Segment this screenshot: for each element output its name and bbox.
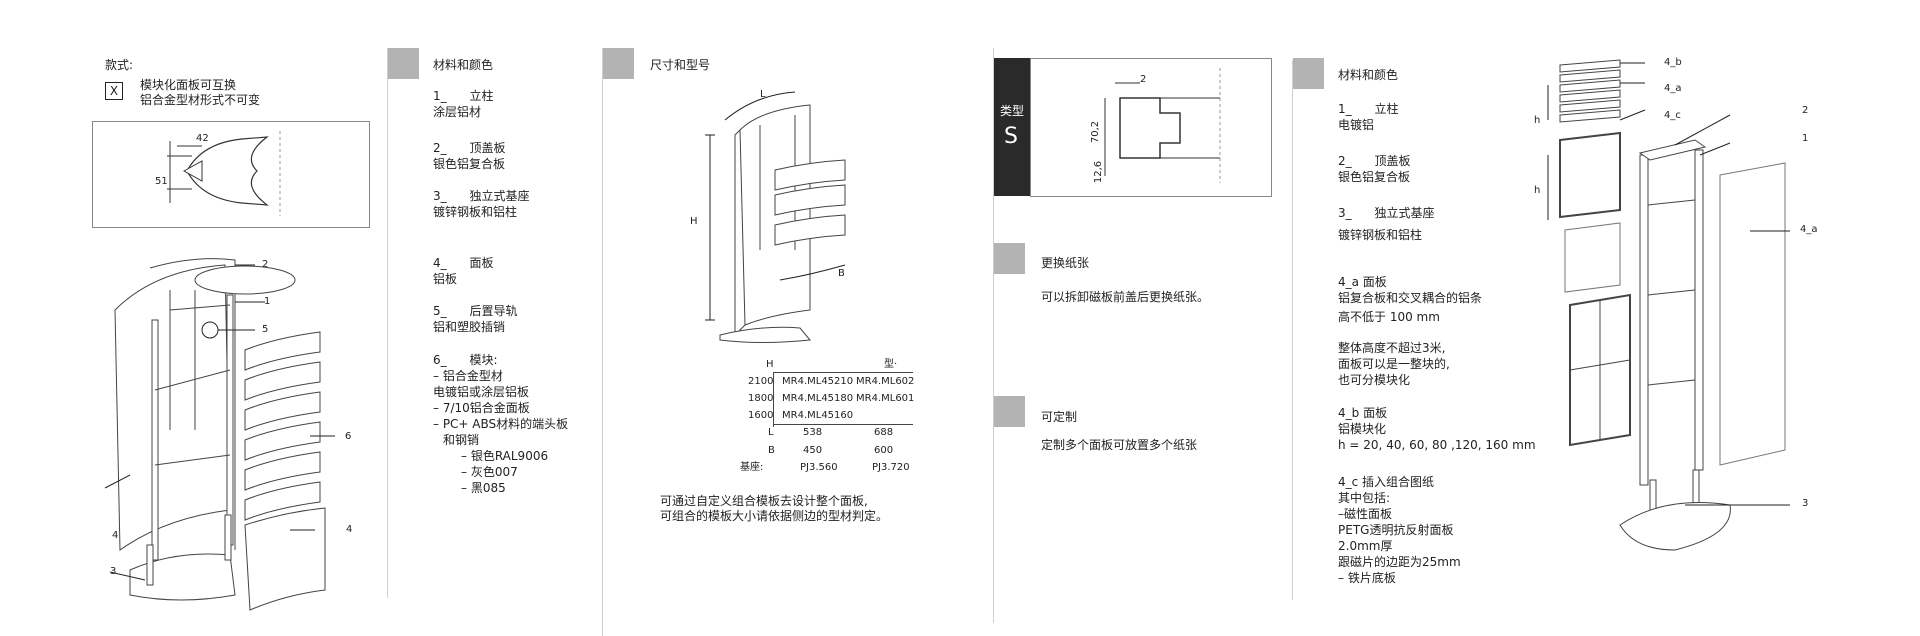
section-marker [1293,58,1324,89]
callout-4: 4 [112,530,119,541]
profile-detail-drawing [167,131,281,216]
section-marker [603,48,634,79]
section-marker [994,396,1025,427]
table-type-label: 型· [884,359,898,370]
dim-42: 42 [196,133,209,144]
dim-12: 12,6 [1093,160,1105,184]
section-title: 可定制 [1041,410,1078,424]
material-item: 4_c 插入组合图纸 其中包括: –磁性面板 PETG透明抗反射面板 2.0mm… [1338,475,1461,585]
material-item: 3_ 独立式基座 镀锌钢板和铝柱 [1338,206,1435,242]
x-box-icon: X [105,82,123,100]
h-mark: h [1534,185,1541,196]
type-letter: S [1004,124,1018,149]
table-cell: 2100 [748,376,774,387]
h-mark: h [1534,115,1541,126]
section-marker [994,243,1025,274]
material-item: 1_ 立柱 涂层铝材 [433,89,494,119]
callout-5: 5 [262,324,269,335]
material-item: 4_a 面板 铝复合板和交叉耦合的铝条 高不低于 100 mm [1338,275,1483,324]
separator [602,48,603,636]
material-item: 4_ 面板 铝板 [433,256,494,286]
type-label: 类型 [1000,104,1025,118]
table-cell: 538 [803,427,823,438]
material-item: 3_ 独立式基座 镀锌钢板和铝柱 [433,189,530,219]
separator [387,48,388,598]
style-line: 模块化面板可互换 [140,78,237,92]
separator [993,48,994,623]
section-desc: 定制多个面板可放置多个纸张 [1041,438,1198,452]
dim-H: H [690,216,698,227]
material-item: 6_ 模块: – 铝合金型材 电镀铝或涂层铝板 – 7/10铝合金面板 – PC… [433,353,569,495]
section-marker [388,48,419,79]
material-item: 2_ 顶盖板 银色铝复合板 [433,141,506,171]
custom-note: 可组合的模板大小请依据侧边的型材判定。 [660,509,889,523]
panel2-header: 材料和颜色 [433,58,494,72]
table-base-label: 基座: [740,462,764,473]
table-cell: 450 [803,445,823,456]
panel5-header: 材料和颜色 [1338,68,1399,82]
callout-2: 2 [1802,105,1809,116]
table-cell: PJ3.720 [872,462,910,473]
callout-2: 2 [262,259,269,270]
dim-L: L [760,89,766,100]
type-s-profile-drawing [1104,68,1221,183]
material-item: 5_ 后置导轨 铝和塑胶插销 [433,304,518,334]
callout-6: 6 [345,431,352,442]
callout-4: 4 [346,524,353,535]
type-s-exploded-drawing [1547,59,1790,551]
section-desc: 可以拆卸磁板前盖后更换纸张。 [1041,290,1210,304]
table-cell: 600 [874,445,894,456]
table-divider [773,372,913,373]
section-title: 更换纸张 [1041,256,1090,270]
type-block [994,58,1030,196]
model-table: H 型· 2100 MR4.ML45210 MR4.ML602 1800 MR4… [740,358,914,478]
material-item: 2_ 顶盖板 银色铝复合板 [1338,154,1411,184]
table-divider [773,372,774,427]
callout-4c: 4_c [1664,110,1681,121]
table-cell: PJ3.560 [800,462,838,473]
material-item: 1_ 立柱 电镀铝 [1338,102,1399,132]
callout-3: 3 [1802,498,1809,509]
table-cell: 1600 [748,410,774,421]
separator [1292,60,1293,600]
callout-1: 1 [1802,133,1809,144]
stand-exploded-drawing [104,258,335,611]
dim-2: 2 [1140,74,1147,85]
callout-1: 1 [264,296,271,307]
style-line: 铝合金型材形式不可变 [140,93,261,107]
table-cell: MR4.ML602 [856,376,915,387]
callout-4a: 4_a [1664,83,1682,94]
height-note: 整体高度不超过3米, 面板可以是一整块的, 也可分模块化 [1338,341,1450,387]
dimension-drawing [705,91,846,343]
table-cell: MR4.ML45210 [782,376,854,387]
table-h-label: H [766,359,774,370]
table-l-label: L [768,427,774,438]
material-item: 4_b 面板 铝模块化 h = 20, 40, 60, 80 ,120, 160… [1338,406,1536,452]
table-cell: 1800 [748,393,774,404]
dim-70: 70,2 [1090,120,1102,144]
custom-note: 可通过自定义组合模板去设计整个面板, [660,494,868,508]
table-cell: MR4.ML45160 [782,410,854,421]
panel3-header: 尺寸和型号 [650,58,711,72]
table-divider [773,424,913,425]
table-b-label: B [768,445,775,456]
dim-51: 51 [155,176,168,187]
callout-4a: 4_a [1800,224,1818,235]
dim-B: B [838,268,845,279]
callout-4b: 4_b [1664,57,1682,68]
callout-3: 3 [110,566,117,577]
table-cell: MR4.ML45180 [782,393,854,404]
table-cell: MR4.ML601 [856,393,915,404]
table-cell: 688 [874,427,894,438]
style-label: 款式: [105,58,134,72]
